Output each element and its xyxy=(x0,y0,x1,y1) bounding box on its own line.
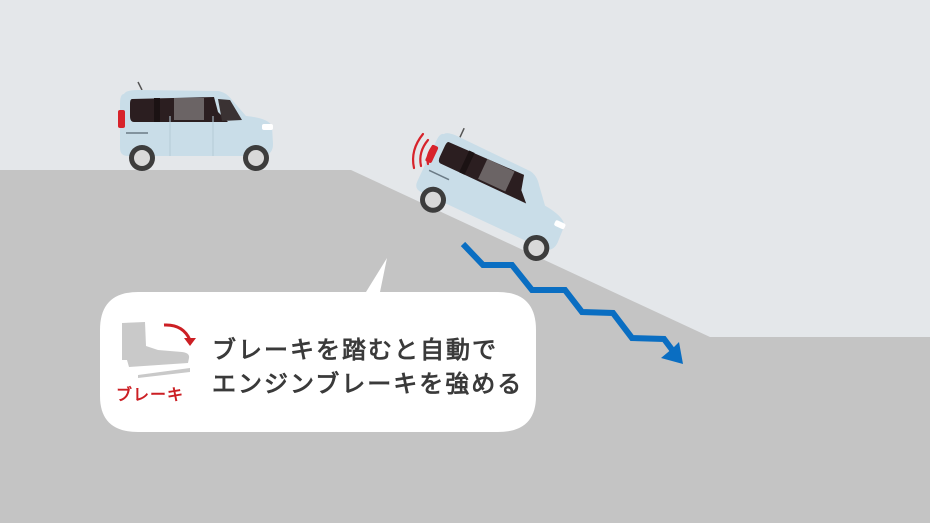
boot-pressing-icon xyxy=(122,322,196,378)
callout-line-2: エンジンブレーキを強める xyxy=(212,370,524,398)
callout-bubble xyxy=(100,258,536,432)
callout-text: ブレーキを踏むと自動で エンジンブレーキを強める xyxy=(212,333,523,401)
car-flat-icon xyxy=(118,81,273,171)
deceleration-arrow-icon xyxy=(460,241,683,364)
callout-line-1: ブレーキを踏むと自動で xyxy=(212,336,498,364)
brake-label: ブレーキ xyxy=(116,385,185,404)
car-downhill-icon xyxy=(416,127,566,261)
brake-signal-icon xyxy=(411,132,435,170)
